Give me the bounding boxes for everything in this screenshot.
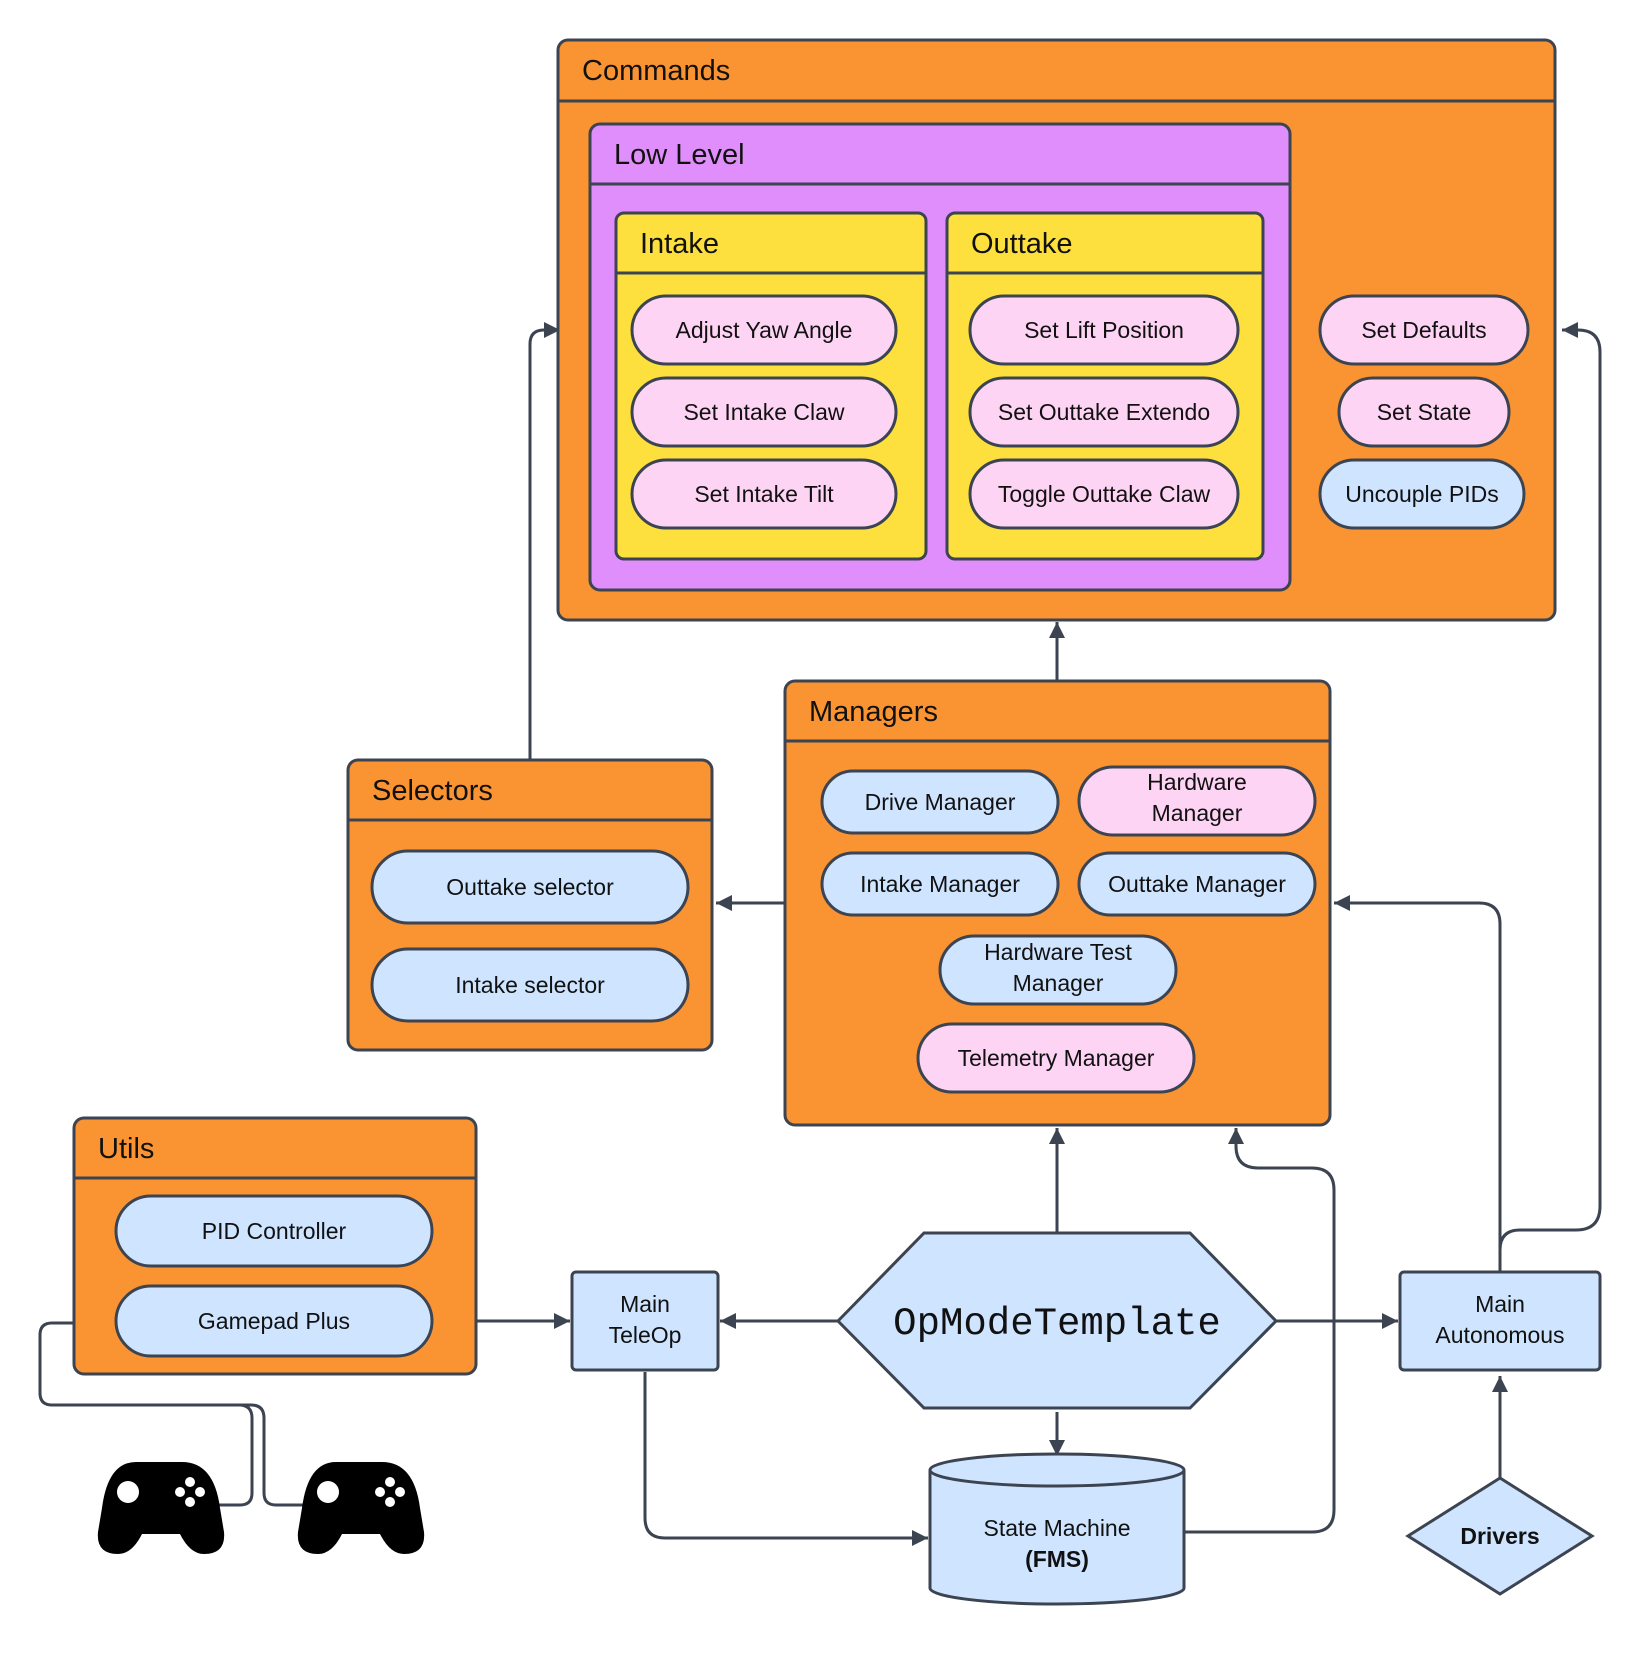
connector-gamepad1-plus — [38, 1315, 254, 1507]
gamepad-icon — [97, 1462, 225, 1554]
opmode-template-label: OpModeTemplate — [893, 1302, 1221, 1346]
utils-title: Utils — [98, 1133, 154, 1165]
intake-item-set-intake-tilt: Set Intake Tilt — [630, 458, 898, 530]
manager-outtake: Outtake Manager — [1077, 851, 1317, 917]
selector-label: Intake selector — [455, 972, 605, 998]
connector-auto-commands — [1498, 322, 1602, 1272]
commands-item-set-defaults: Set Defaults — [1318, 294, 1530, 366]
util-label: Gamepad Plus — [198, 1308, 350, 1334]
manager-label-line2: Manager — [1152, 800, 1243, 826]
intake-title: Intake — [640, 228, 719, 260]
util-label: PID Controller — [202, 1218, 347, 1244]
connectors — [38, 322, 1602, 1546]
outtake-item-label: Set Outtake Extendo — [998, 399, 1210, 425]
selector-label: Outtake selector — [446, 874, 614, 900]
manager-label: Telemetry Manager — [958, 1045, 1155, 1071]
selectors-title: Selectors — [372, 775, 493, 807]
state-machine-line1: State Machine — [983, 1515, 1130, 1541]
intake-item-adjust-yaw-angle: Adjust Yaw Angle — [630, 294, 898, 366]
intake-item-label: Set Intake Claw — [683, 399, 844, 425]
main-teleop-line1: Main — [620, 1291, 670, 1317]
intake-item-set-intake-claw: Set Intake Claw — [630, 376, 898, 448]
commands-item-label: Uncouple PIDs — [1345, 481, 1498, 507]
main-teleop-box: Main TeleOp — [570, 1270, 720, 1372]
manager-label: Intake Manager — [860, 871, 1020, 897]
util-pid-controller: PID Controller — [114, 1194, 434, 1268]
outtake-title: Outtake — [971, 228, 1073, 260]
manager-intake: Intake Manager — [820, 851, 1060, 917]
manager-label-line1: Hardware Test — [984, 939, 1132, 965]
util-gamepad-plus: Gamepad Plus — [114, 1284, 434, 1358]
manager-label: Drive Manager — [865, 789, 1016, 815]
main-autonomous-box: Main Autonomous — [1398, 1270, 1602, 1372]
connector-teleop-fms — [643, 1372, 928, 1546]
outtake-item-toggle-outtake-claw: Toggle Outtake Claw — [968, 458, 1240, 530]
manager-hardware-test: Hardware Test Manager — [938, 934, 1178, 1006]
selector-intake: Intake selector — [370, 947, 690, 1023]
connector-auto-managers — [1334, 895, 1502, 1272]
connector-selectors-commands — [528, 322, 560, 760]
commands-item-set-state: Set State — [1337, 376, 1511, 448]
manager-label: Outtake Manager — [1108, 871, 1286, 897]
intake-item-label: Adjust Yaw Angle — [676, 317, 853, 343]
manager-hardware: Hardware Manager — [1077, 765, 1317, 837]
opmode-template-hexagon: OpModeTemplate — [835, 1231, 1279, 1410]
intake-item-label: Set Intake Tilt — [694, 481, 834, 507]
gamepad-icon — [297, 1462, 425, 1554]
drivers-diamond: Drivers — [1405, 1476, 1595, 1596]
selector-outtake: Outtake selector — [370, 849, 690, 925]
manager-drive: Drive Manager — [820, 769, 1060, 835]
commands-item-uncouple-pids: Uncouple PIDs — [1318, 458, 1526, 530]
state-machine-cylinder: State Machine (FMS) — [928, 1452, 1186, 1606]
manager-label-line2: Manager — [1013, 970, 1104, 996]
outtake-item-set-lift-position: Set Lift Position — [968, 294, 1240, 366]
commands-item-label: Set State — [1377, 399, 1472, 425]
manager-telemetry: Telemetry Manager — [916, 1022, 1196, 1094]
outtake-item-label: Set Lift Position — [1024, 317, 1184, 343]
managers-title: Managers — [809, 696, 938, 728]
commands-item-label: Set Defaults — [1361, 317, 1486, 343]
low-level-title: Low Level — [614, 139, 745, 171]
state-machine-line2: (FMS) — [1025, 1546, 1089, 1572]
manager-label-line1: Hardware — [1147, 769, 1247, 795]
main-autonomous-line1: Main — [1475, 1291, 1525, 1317]
outtake-item-label: Toggle Outtake Claw — [998, 481, 1211, 507]
commands-title: Commands — [582, 55, 730, 87]
drivers-label: Drivers — [1460, 1523, 1539, 1549]
connector-gamepad2-plus — [240, 1403, 305, 1507]
main-teleop-line2: TeleOp — [609, 1322, 682, 1348]
connector-fms-managers — [1185, 1128, 1336, 1534]
outtake-item-set-outtake-extendo: Set Outtake Extendo — [968, 376, 1240, 448]
main-autonomous-line2: Autonomous — [1435, 1322, 1564, 1348]
